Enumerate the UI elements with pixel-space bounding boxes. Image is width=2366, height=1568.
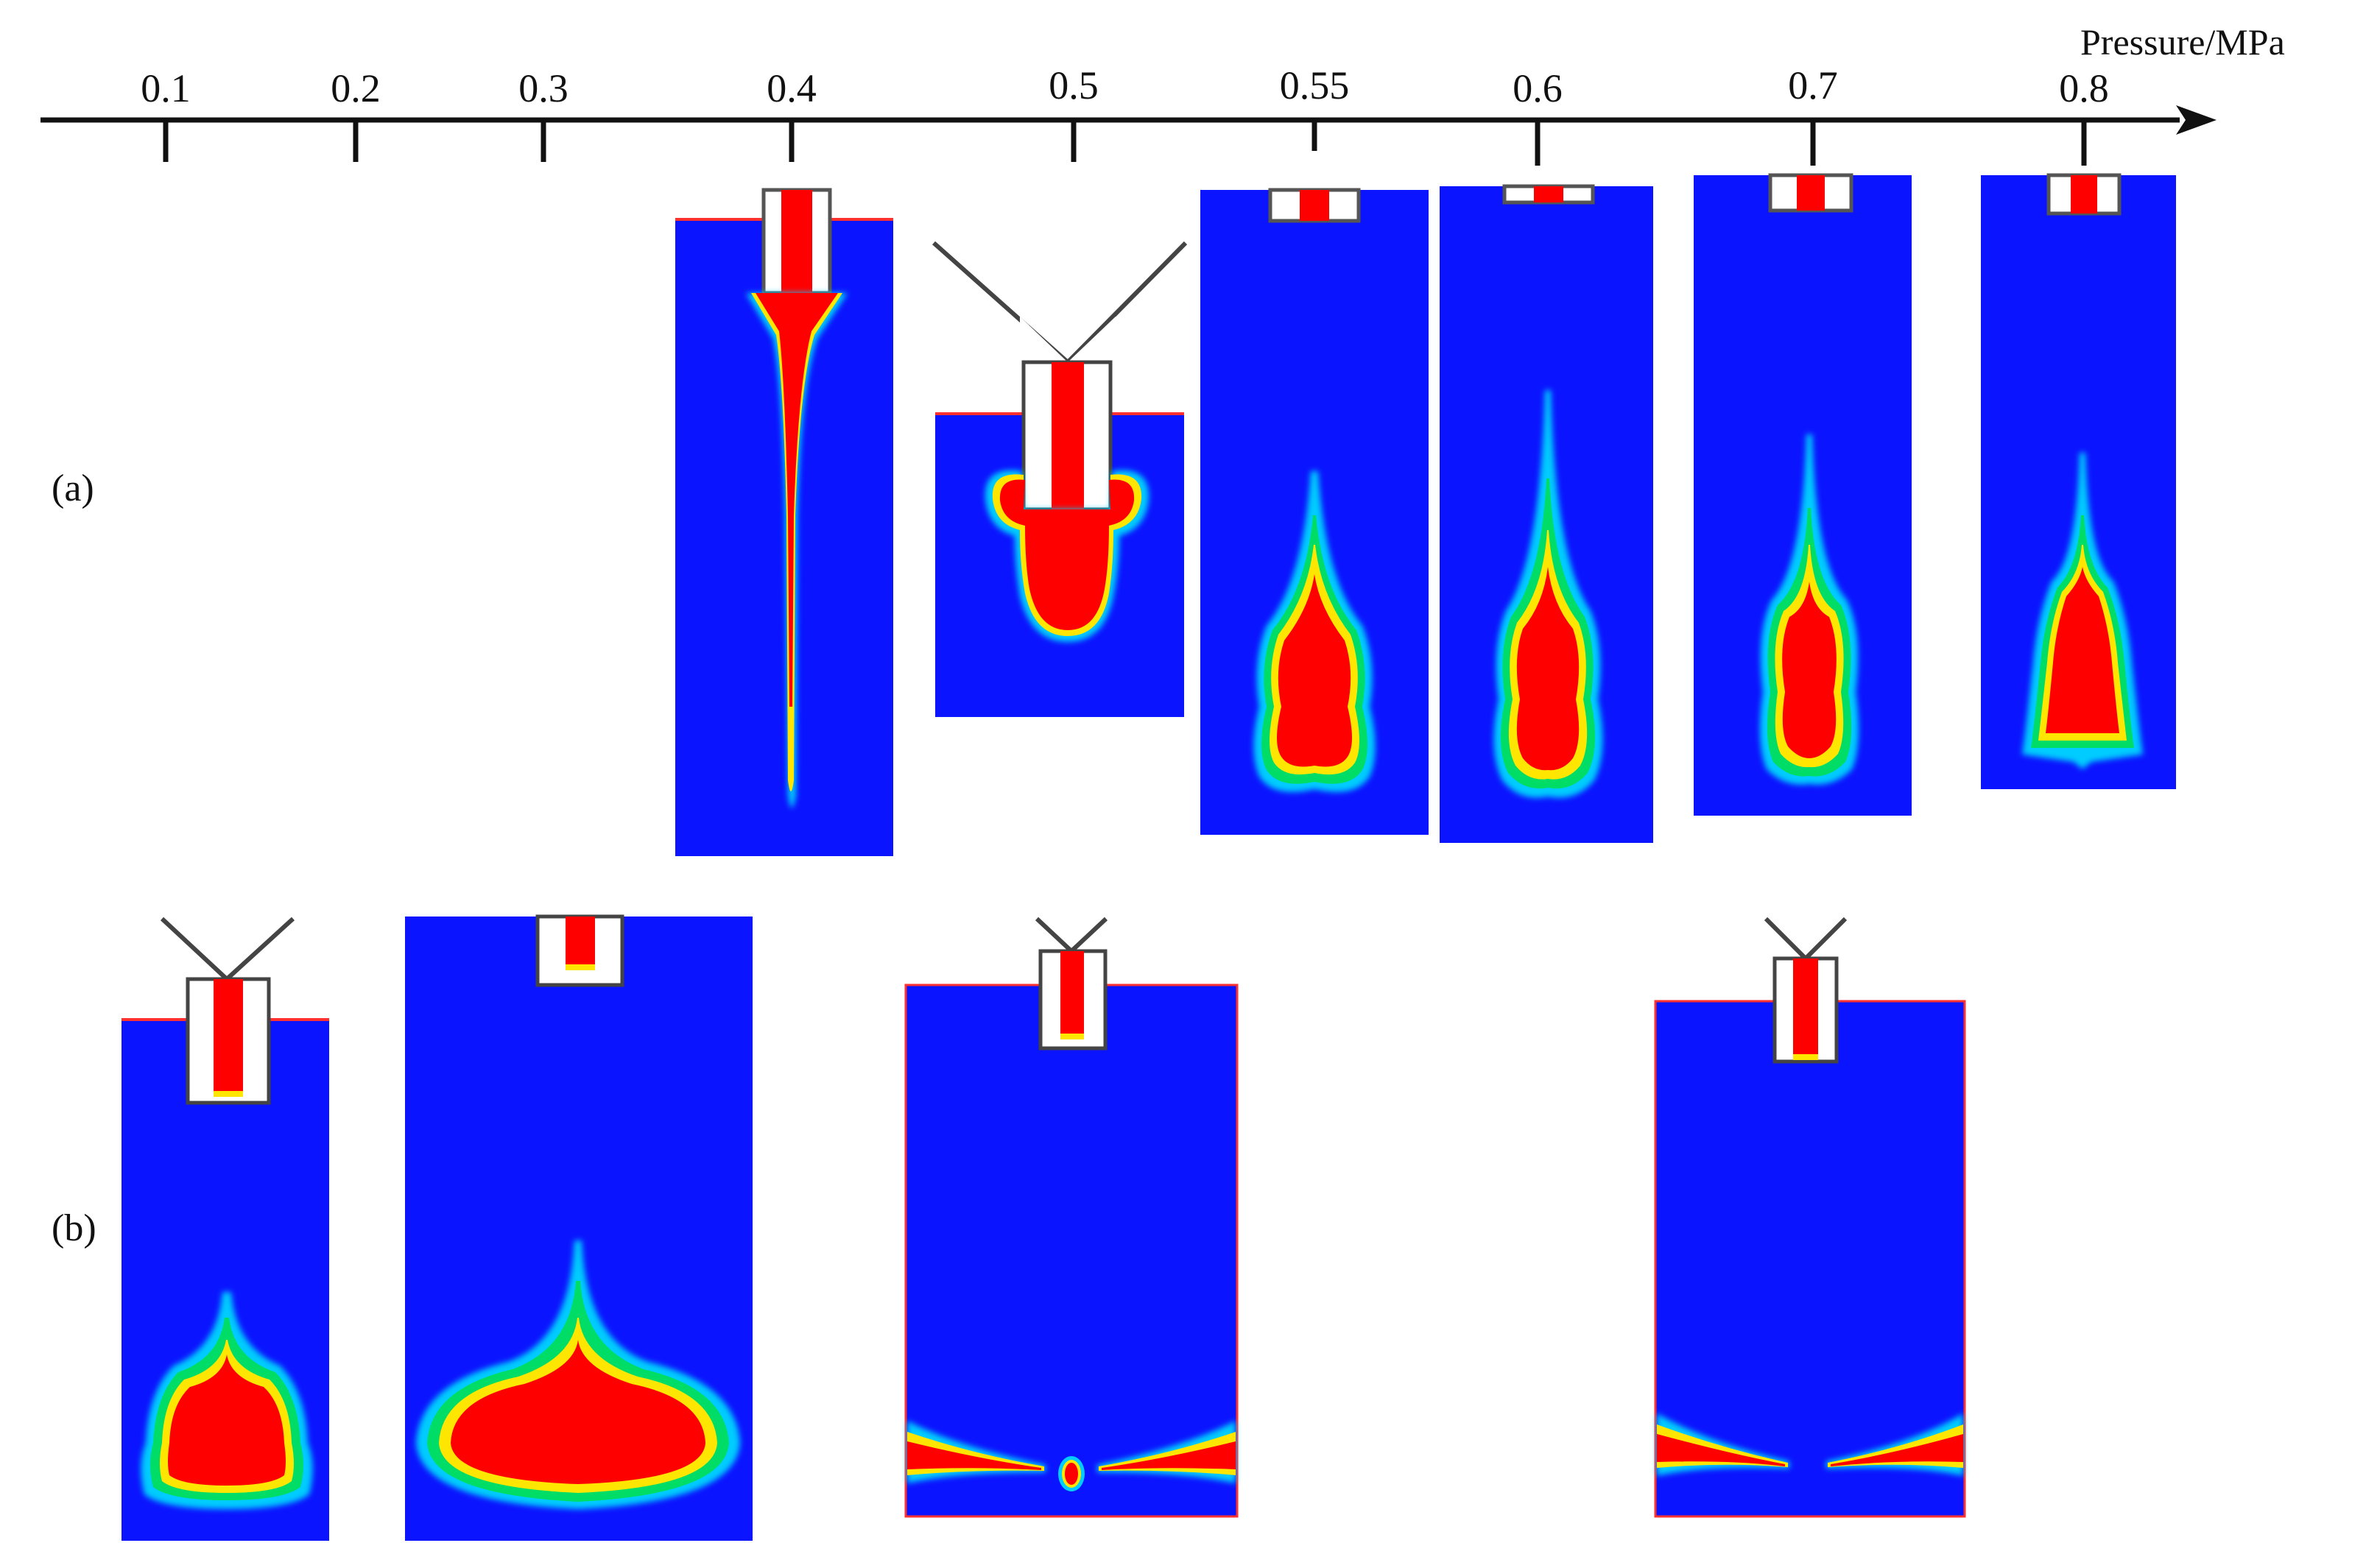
- tick-0.3: 0.3: [518, 66, 568, 162]
- panel-b-0.4: [904, 917, 1239, 1518]
- panel-a-0.8: [1981, 173, 2176, 789]
- panel-b-0.2: [405, 914, 753, 1541]
- tick-label: 0.3: [518, 66, 568, 110]
- tick-label: 0.8: [2059, 66, 2109, 110]
- row-b-label: (b): [52, 1207, 96, 1249]
- tick-label: 0.6: [1513, 66, 1563, 110]
- tick-label: 0.1: [141, 66, 191, 110]
- panel-a-0.55: [1200, 188, 1429, 835]
- panel-b-0.1: [122, 917, 329, 1541]
- panel-a-0.7: [1694, 173, 1912, 816]
- row-a-label: (a): [52, 467, 94, 509]
- tick-0.7: 0.7: [1788, 63, 1838, 166]
- tick-0.8: 0.8: [2059, 66, 2109, 166]
- tick-0.55: 0.55: [1280, 63, 1350, 151]
- tick-0.5: 0.5: [1049, 63, 1099, 162]
- tick-0.6: 0.6: [1513, 66, 1563, 166]
- tick-0.2: 0.2: [331, 66, 381, 162]
- panel-a-0.5: [932, 241, 1188, 717]
- tick-0.4: 0.4: [767, 66, 817, 162]
- tick-label: 0.5: [1049, 63, 1099, 107]
- axis-arrowhead: [2176, 105, 2217, 135]
- tick-0.1: 0.1: [141, 66, 191, 162]
- tick-label: 0.55: [1280, 63, 1350, 107]
- panel-a-0.4: [675, 188, 893, 856]
- axis-title: Pressure/MPa: [2080, 21, 2285, 63]
- panel-b-0.7: [1654, 917, 1966, 1518]
- pressure-axis: Pressure/MPa 0.1 0.2 0.3 0.4 0.5 0.55 0.…: [41, 21, 2285, 166]
- tick-label: 0.4: [767, 66, 817, 110]
- tick-label: 0.7: [1788, 63, 1838, 107]
- tick-label: 0.2: [331, 66, 381, 110]
- panel-a-0.6: [1440, 184, 1653, 843]
